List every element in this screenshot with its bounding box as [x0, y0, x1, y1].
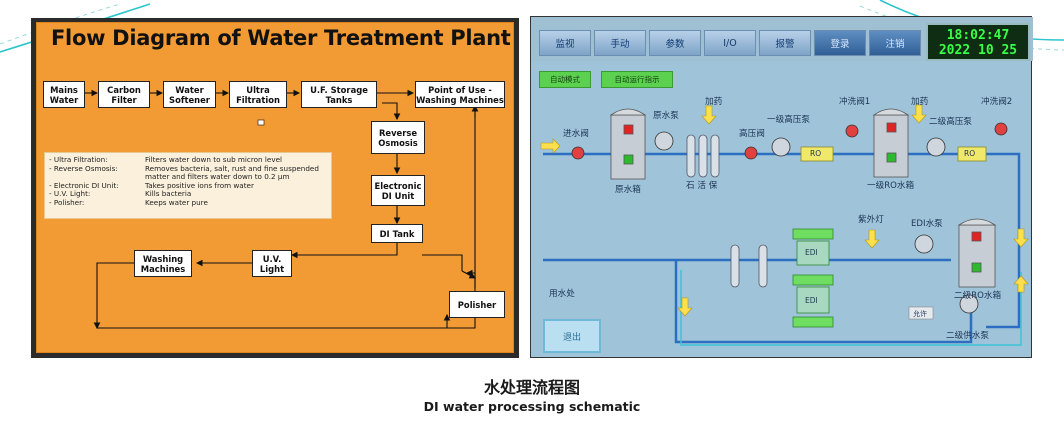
box-washing-machines-line1: Washing — [142, 253, 184, 264]
legend-row: matter and filters water down to 0.2 µm — [49, 173, 327, 182]
edi-1-label: EDI — [805, 248, 818, 257]
caption-chinese: 水处理流程图 — [483, 378, 580, 397]
dosing-2-label: 加药 — [911, 97, 929, 107]
legend-value: Takes positive ions from water — [145, 180, 254, 190]
box-uv-light-line1: U.V. — [262, 253, 282, 264]
ro-1-label: RO — [810, 149, 822, 158]
ro-2-label: RO — [964, 149, 976, 158]
flow-title: Flow Diagram of Water Treatment Plant — [51, 26, 511, 50]
stage1-tank-label: 一级RO水箱 — [867, 181, 915, 191]
box-polisher: Polisher — [449, 291, 505, 318]
monitor-button[interactable]: 监视 — [539, 30, 591, 56]
box-point-of-use-line2: Washing Machines — [416, 94, 504, 105]
legend-row: - Ultra Filtration: Filters water down to… — [49, 155, 327, 165]
box-mains-water: Mains Water — [43, 81, 85, 108]
stage2-tank-label: 二级RO水箱 — [954, 291, 1002, 301]
box-electronic-di-unit-line2: DI Unit — [381, 190, 415, 201]
legend-row: - Electronic DI Unit: Takes positive ions… — [49, 180, 327, 191]
legend-key: - U.V. Light: — [49, 189, 91, 199]
raw-pump-label: 原水泵 — [653, 111, 679, 121]
legend-value: Keeps water pure — [145, 197, 208, 207]
io-button[interactable]: I/O — [704, 30, 756, 56]
box-polisher-label: Polisher — [457, 299, 497, 310]
legend: - Ultra Filtration: Filters water down to… — [44, 152, 332, 219]
hmi-screen: 监视 手动 参数 I/O 报警 登录 注销 18:02:47 2022 10 2… — [530, 16, 1033, 358]
legend-key: - Polisher: — [49, 197, 85, 207]
box-ultra-filtration-line1: Ultra — [246, 84, 270, 95]
edi-2-label: EDI — [805, 296, 818, 305]
legend-key: - Reverse Osmosis: — [49, 163, 118, 173]
inlet-valve-label: 进水阀 — [563, 129, 589, 139]
box-water-softener-line1: Water — [175, 84, 204, 95]
uv-lamp-label: 紫外灯 — [858, 215, 884, 225]
clock-display: 18:02:47 2022 10 25 — [926, 23, 1030, 61]
allow-indicator: 允许 — [913, 310, 927, 318]
legend-value: Removes bacteria, salt, rust and fine su… — [145, 163, 319, 173]
logout-button[interactable]: 注销 — [869, 30, 921, 56]
alarm-button[interactable]: 报警 — [759, 30, 811, 56]
clock-date: 2022 10 25 — [938, 43, 1018, 58]
flow-connectors — [85, 89, 479, 330]
exit-button[interactable]: 退出 — [543, 319, 601, 353]
stage2-hp-pump-label: 二级高压泵 — [929, 117, 972, 127]
box-reverse-osmosis: Reverse Osmosis — [371, 121, 425, 154]
flush-valve-1-label: 冲洗阀1 — [839, 97, 871, 107]
box-di-tank: DI Tank — [371, 224, 423, 243]
box-mains-water-line1: Mains — [50, 84, 78, 95]
box-carbon-filter: Carbon Filter — [98, 81, 150, 108]
caption-english: DI water processing schematic — [423, 399, 641, 414]
box-electronic-di-unit-line1: Electronic — [374, 180, 422, 191]
raw-tank-label: 原水箱 — [615, 185, 641, 195]
box-ultra-filtration-line2: Filtration — [236, 94, 280, 105]
box-uv-light: U.V. Light — [252, 250, 292, 277]
legend-row: - U.V. Light: Kills bacteria — [49, 190, 327, 199]
box-washing-machines-line2: Machines — [140, 263, 186, 274]
box-carbon-filter-line1: Carbon — [107, 84, 141, 95]
flow-diagram-frame: Flow Diagram of Water Treatment Plant Ma… — [31, 18, 519, 358]
auto-mode-tag[interactable]: 自动模式 — [539, 71, 591, 88]
box-water-softener-line2: Softener — [169, 94, 210, 105]
dosing-1-label: 加药 — [705, 97, 723, 107]
legend-value: matter and filters water down to 0.2 µm — [145, 172, 290, 182]
box-washing-machines: Washing Machines — [134, 250, 192, 277]
process-schematic — [540, 104, 1029, 346]
flush-valve-2-label: 冲洗阀2 — [981, 97, 1013, 107]
manual-button[interactable]: 手动 — [594, 30, 646, 56]
box-water-softener: Water Softener — [163, 81, 216, 108]
legend-row: - Reverse Osmosis: Removes bacteria, salt… — [49, 163, 327, 174]
box-uf-storage-tanks: U.F. Storage Tanks — [301, 81, 377, 108]
params-button[interactable]: 参数 — [649, 30, 701, 56]
stage2-supply-pump-label: 二级供水泵 — [946, 331, 989, 341]
legend-key: - Electronic DI Unit: — [49, 180, 119, 190]
legend-value: Kills bacteria — [145, 189, 192, 199]
flow-diagram: Flow Diagram of Water Treatment Plant Ma… — [36, 22, 514, 353]
box-carbon-filter-line2: Filter — [111, 94, 137, 105]
legend-key: - Ultra Filtration: — [49, 155, 108, 164]
box-uf-storage-tanks-line2: Tanks — [325, 94, 353, 105]
box-uf-storage-tanks-line1: U.F. Storage — [310, 84, 368, 95]
legend-value: Filters water down to sub micron level — [145, 155, 282, 164]
clock-time: 18:02:47 — [946, 28, 1010, 43]
legend-row: - Polisher: Keeps water pure — [49, 197, 327, 208]
stage1-hp-pump-label: 一级高压泵 — [767, 115, 810, 125]
login-button[interactable]: 登录 — [814, 30, 866, 56]
box-ultra-filtration: Ultra Filtration — [229, 81, 287, 108]
use-point-label: 用水处 — [549, 289, 575, 299]
filters-label: 石 活 保 — [686, 181, 718, 191]
box-di-tank-label: DI Tank — [379, 228, 415, 239]
box-mains-water-line2: Water — [49, 94, 79, 105]
edi-pump-label: EDI水泵 — [911, 219, 943, 229]
box-electronic-di-unit: Electronic DI Unit — [371, 175, 425, 206]
box-point-of-use-line1: Point of Use - — [428, 84, 492, 95]
box-uv-light-line2: Light — [259, 263, 285, 274]
box-reverse-osmosis-line2: Osmosis — [378, 137, 418, 148]
pressure-valve-label: 高压阀 — [739, 129, 765, 139]
auto-run-indicator: 自动运行指示 — [601, 71, 673, 88]
box-reverse-osmosis-line1: Reverse — [378, 127, 418, 138]
box-point-of-use: Point of Use - Washing Machines — [415, 81, 505, 108]
